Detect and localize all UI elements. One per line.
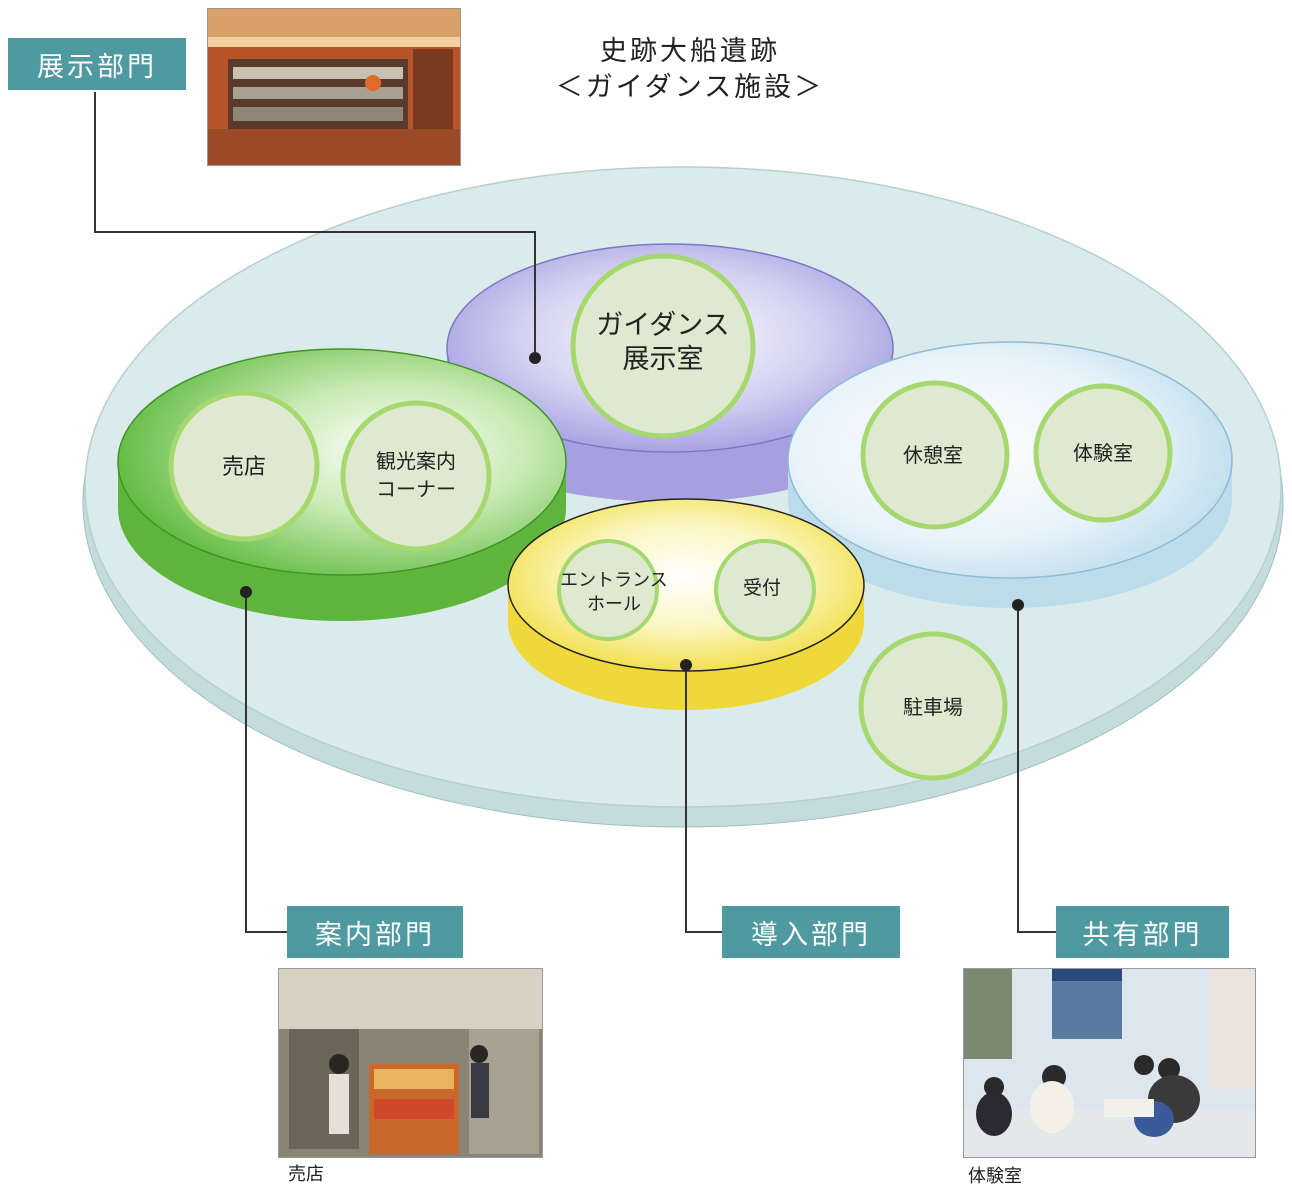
reception-label: 受付	[743, 577, 781, 599]
experience-room-photo	[963, 968, 1256, 1158]
entrance-label-2: ホール	[587, 594, 641, 615]
entrance-room-circle	[557, 539, 659, 641]
intro-dot	[680, 659, 692, 671]
shop-room-circle	[168, 390, 320, 542]
parking-label: 駐車場	[903, 695, 963, 719]
tourist-label-1: 観光案内	[376, 449, 456, 473]
experience-label: 体験室	[1073, 441, 1133, 465]
reception-room-circle	[714, 539, 816, 641]
experience-photo-caption: 体験室	[968, 1166, 1022, 1187]
intro-department-label: 導入部門	[722, 906, 900, 958]
entrance-label-1: エントランス	[560, 570, 668, 591]
shared-connector	[1017, 605, 1058, 933]
parking-circle	[858, 631, 1008, 781]
shared-department-label: 共有部門	[1056, 906, 1229, 958]
exhibition-connector	[94, 92, 536, 358]
intro-connector	[685, 665, 724, 933]
guide-dot	[240, 586, 252, 598]
shop-label: 売店	[222, 455, 266, 480]
title-line-2: ＜ガイダンス施設＞	[555, 72, 825, 103]
exhibition-dot	[529, 352, 541, 364]
shop-photo	[278, 968, 543, 1158]
guidance-label-2: 展示室	[623, 344, 704, 375]
guide-connector	[245, 592, 290, 933]
title-line-1: 史跡大船遺跡	[600, 36, 780, 67]
shared-dot	[1012, 599, 1024, 611]
tourist-room-circle	[340, 400, 492, 552]
diagram-title: 史跡大船遺跡 ＜ガイダンス施設＞	[540, 34, 840, 106]
guidance-label-1: ガイダンス	[596, 310, 729, 341]
tourist-label-2: コーナー	[376, 477, 456, 501]
exhibition-department-label: 展示部門	[8, 38, 186, 90]
rest-label: 休憩室	[903, 443, 963, 467]
shop-photo-caption: 売店	[288, 1164, 324, 1185]
experience-room-circle	[1033, 383, 1173, 523]
rest-room-circle	[860, 380, 1010, 530]
guide-department-label: 案内部門	[287, 906, 463, 958]
guidance-room-circle	[570, 253, 756, 439]
exhibition-room-photo	[207, 8, 461, 166]
